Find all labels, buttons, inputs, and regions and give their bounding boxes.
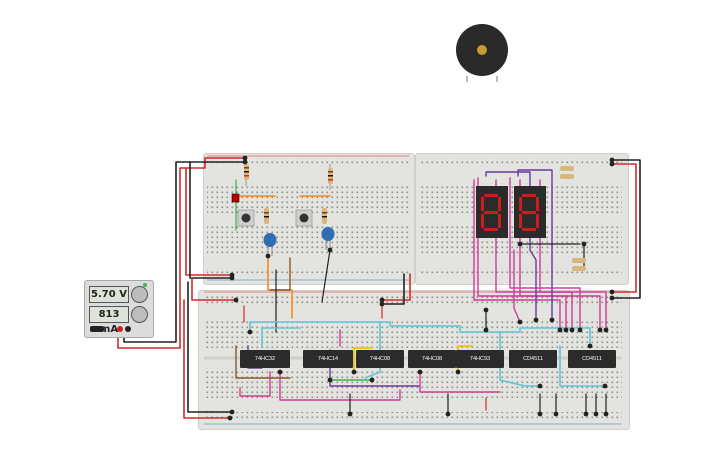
voltage-display: 5.70 V — [89, 286, 129, 303]
current-knob[interactable] — [131, 306, 148, 323]
current-display: 813 mA — [89, 306, 129, 335]
push-button-2 — [295, 209, 313, 227]
buzzer-center — [477, 45, 487, 55]
seven-segment-display-1 — [476, 186, 508, 238]
resistor-3 — [264, 208, 269, 224]
buzzer[interactable] — [456, 24, 508, 76]
capacitor-1 — [263, 233, 277, 256]
negative-terminal[interactable] — [125, 326, 131, 332]
power-supply[interactable]: 5.70 V 813 mA — [84, 280, 154, 338]
push-button-1 — [237, 209, 255, 227]
status-led — [143, 283, 147, 287]
resistor-2 — [328, 164, 333, 190]
chip-cd4511-a[interactable]: CD4511 — [509, 350, 557, 368]
resistor-5 — [560, 166, 586, 271]
resistor-4 — [322, 208, 327, 224]
seven-segment-display-2 — [514, 186, 546, 238]
power-switch[interactable] — [90, 326, 104, 332]
chip-74hc08-a[interactable]: 74HC08 — [356, 350, 404, 368]
voltage-knob[interactable] — [131, 286, 148, 303]
chip-74hc93[interactable]: 74HC93 — [456, 350, 504, 368]
chip-74hc14[interactable]: 74HC14 — [303, 350, 353, 368]
chip-74hc32[interactable]: 74HC32 — [240, 350, 290, 368]
capacitor-2 — [321, 227, 335, 250]
led — [231, 193, 240, 203]
resistor-1 — [244, 160, 249, 186]
chip-74hc08-b[interactable]: 74HC08 — [408, 350, 456, 368]
chip-cd4511-b[interactable]: CD4511 — [568, 350, 616, 368]
positive-terminal[interactable] — [117, 326, 123, 332]
